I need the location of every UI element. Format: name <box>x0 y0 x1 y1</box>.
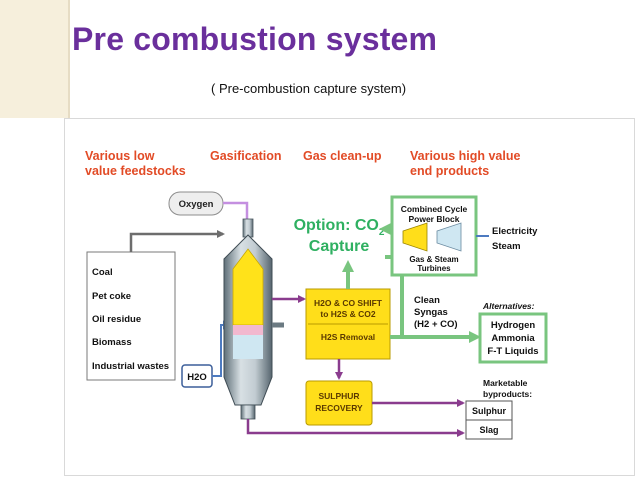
marketable-line2: byproducts: <box>483 389 532 399</box>
byproduct-sulphur: Sulphur <box>472 406 506 416</box>
feedstock-coal: Coal <box>92 267 113 278</box>
water-label: H2O <box>187 372 207 383</box>
slide-side-rule <box>68 0 70 118</box>
slide-title: Pre combustion system <box>72 21 438 57</box>
chemical-hydrogen: Hydrogen <box>491 320 536 331</box>
header-gas-cleanup: Gas clean-up <box>303 149 382 163</box>
diagram-frame: Various low value feedstocks Gasificatio… <box>64 118 635 476</box>
turbines-line2: Turbines <box>417 264 451 273</box>
chemical-ft-liquids: F-T Liquids <box>487 346 538 357</box>
shift-label-line2: to H2S & CO2 <box>320 309 376 319</box>
feedstock-industrial-wastes: Industrial wastes <box>92 361 169 372</box>
option-co2-line2: Capture <box>309 238 370 255</box>
option-co2-line1: Option: CO2 <box>294 217 385 238</box>
byproduct-slag: Slag <box>479 425 498 435</box>
slag-output-arrow <box>246 419 465 437</box>
steam-label: Steam <box>492 241 521 252</box>
h2s-removal-label: H2S Removal <box>321 332 375 342</box>
power-block-line1: Combined Cycle <box>401 204 468 214</box>
gas-turbine-icon <box>402 222 428 252</box>
power-block-line2: Power Block <box>408 214 459 224</box>
feedstock-pet-coke: Pet coke <box>92 291 131 302</box>
clean-syngas-line3: (H2 + CO) <box>414 319 458 330</box>
chemical-ammonia: Ammonia <box>491 333 535 344</box>
feedstock-box <box>86 251 176 381</box>
sulphur-recovery-line2: RECOVERY <box>315 403 363 413</box>
gasifier-vessel <box>223 218 284 420</box>
steam-turbine-icon <box>436 222 462 252</box>
slide-side-decoration <box>0 0 70 118</box>
electricity-label: Electricity <box>492 226 538 237</box>
shift-label-line1: H2O & CO SHIFT <box>314 298 383 308</box>
oxygen-feed-arrow <box>223 201 251 228</box>
header-feedstocks-line2: value feedstocks <box>85 164 186 178</box>
header-products-line1: Various high value <box>410 149 520 163</box>
header-feedstocks-line1: Various low <box>85 149 155 163</box>
alternatives-label: Alternatives: <box>482 301 535 311</box>
header-gasification: Gasification <box>210 149 282 163</box>
chemicals-box <box>478 312 548 364</box>
sulphur-recovery-line1: SULPHUR <box>318 391 359 401</box>
feedstock-biomass: Biomass <box>92 337 132 348</box>
clean-syngas-line1: Clean <box>414 295 440 306</box>
oxygen-label: Oxygen <box>179 199 214 210</box>
process-diagram: Various low value feedstocks Gasificatio… <box>85 149 548 440</box>
slide-subtitle: ( Pre-combustion capture system) <box>211 81 407 96</box>
marketable-line1: Marketable <box>483 378 528 388</box>
clean-syngas-line2: Syngas <box>414 307 448 318</box>
feedstock-oil-residue: Oil residue <box>92 314 141 325</box>
feedstock-feed-arrow <box>129 230 225 252</box>
header-products-line2: end products <box>410 164 489 178</box>
turbines-line1: Gas & Steam <box>409 255 458 264</box>
